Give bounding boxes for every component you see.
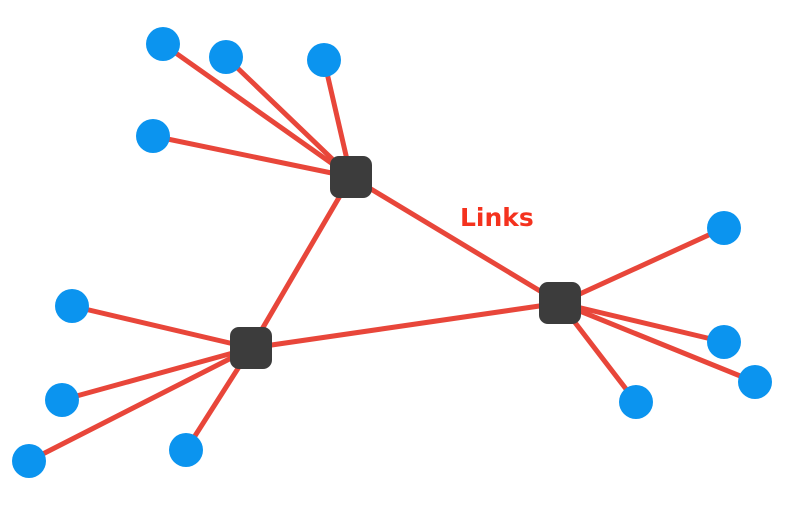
link-leaf-2-to-hub-top [223,54,354,180]
hub-node-top [330,156,372,198]
hub-nodes-layer [230,156,581,369]
leaf-node [307,43,341,77]
link-leaf-6-to-hub-left [59,345,254,403]
leaf-node [45,383,79,417]
link-leaf-9-to-hub-right [557,225,727,306]
leaf-node [55,289,89,323]
leaf-node [136,119,170,153]
leaf-node [146,27,180,61]
hub-node-right [539,282,581,324]
link-hub-top-to-hub-right [348,174,563,306]
leaf-node [707,325,741,359]
link-hub-top-to-hub-left [248,174,354,351]
hub-node-left [230,327,272,369]
leaf-node [209,40,243,74]
leaf-node [738,365,772,399]
link-leaf-1-to-hub-top [160,41,354,180]
link-hub-left-to-hub-right [248,300,563,351]
leaf-nodes-layer [12,27,772,478]
links-label: Links [460,203,534,232]
link-leaf-4-to-hub-top [150,133,354,180]
link-leaf-10-to-hub-right [557,300,727,345]
leaf-node [707,211,741,245]
link-leaf-11-to-hub-right [557,300,758,385]
leaf-node [12,444,46,478]
leaf-node [169,433,203,467]
link-leaf-7-to-hub-left [26,345,254,464]
leaf-node [619,385,653,419]
link-leaf-5-to-hub-left [69,303,254,351]
